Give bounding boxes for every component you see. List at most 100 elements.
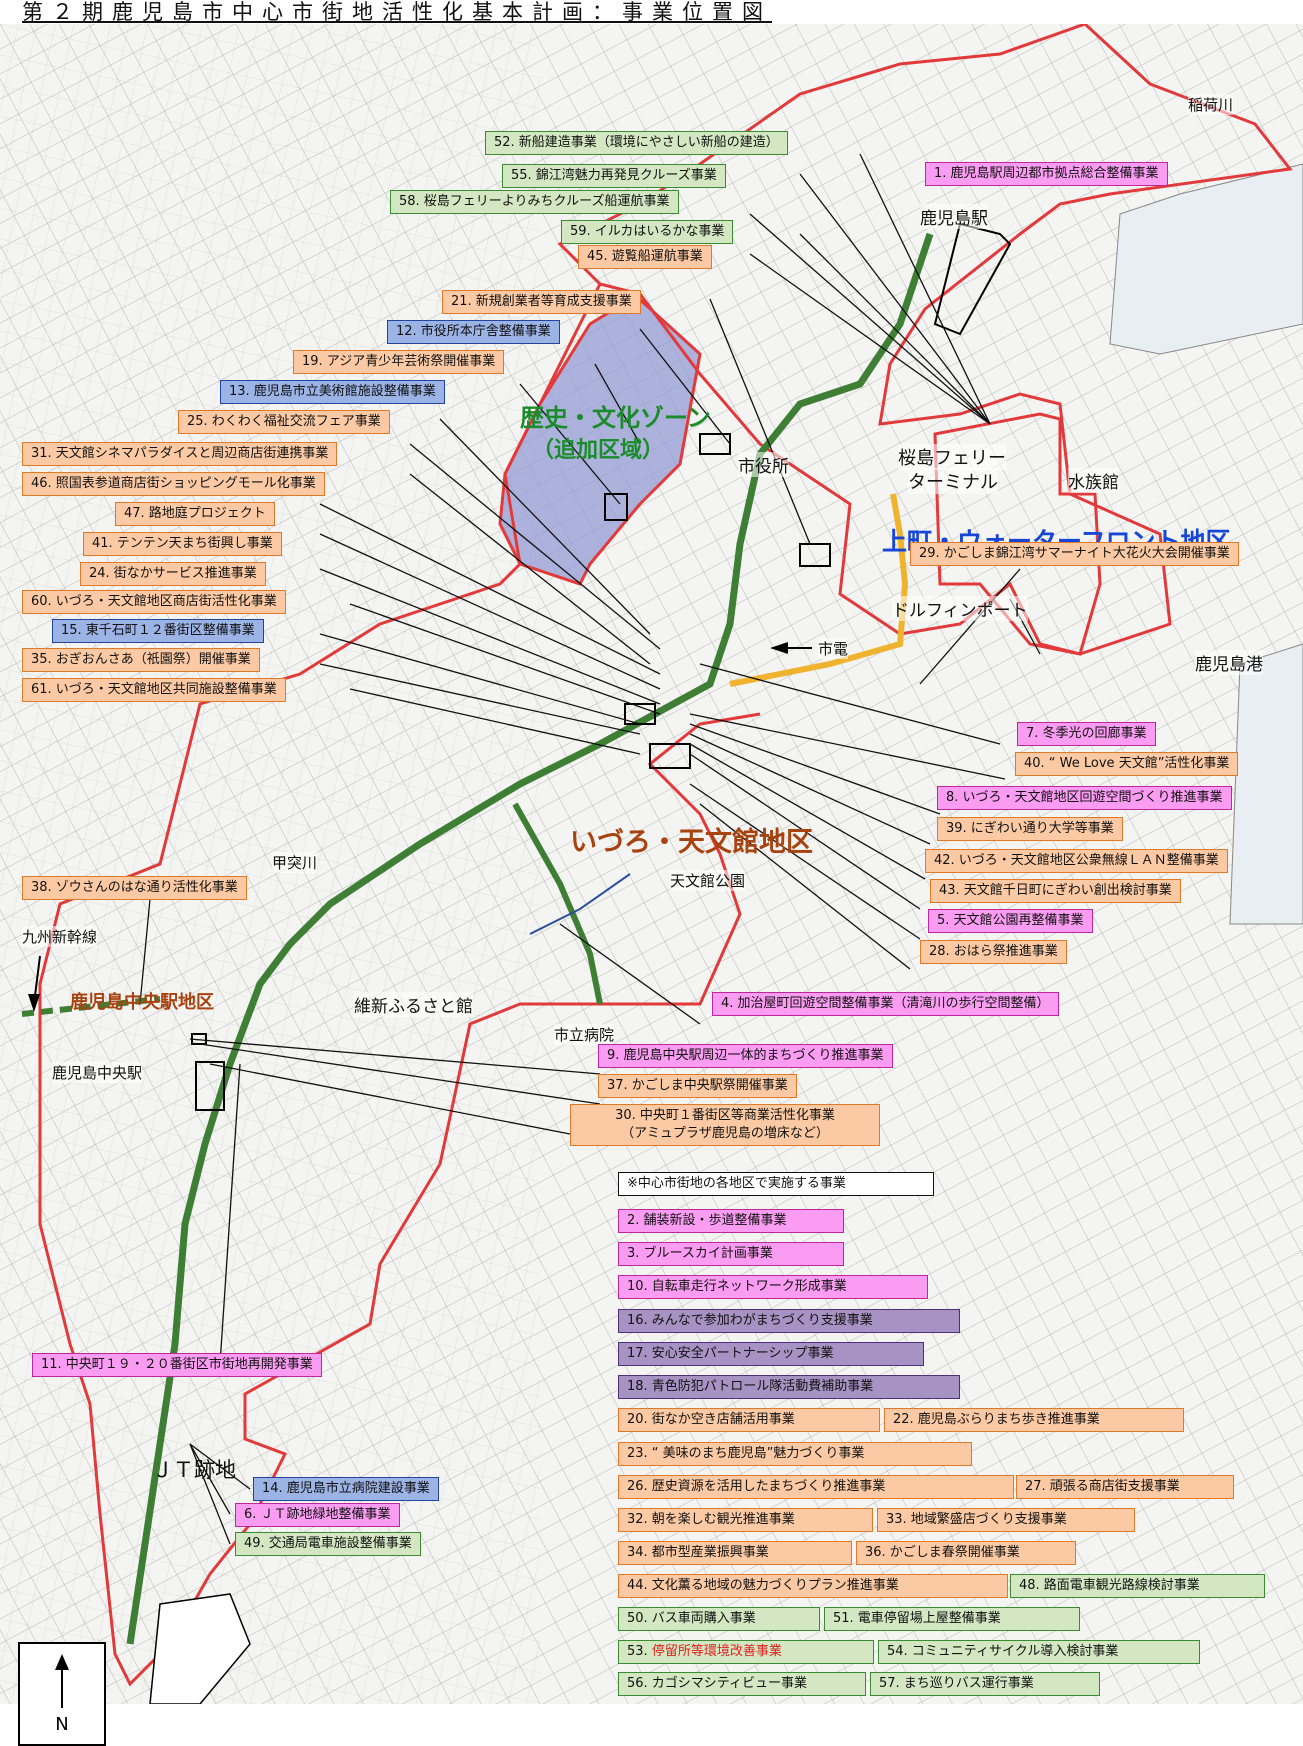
project-label-35[interactable]: 35. おぎおんさあ（祇園祭）開催事業	[22, 648, 260, 672]
project-label-60[interactable]: 60. いづろ・天文館地区商店街活性化事業	[22, 590, 286, 614]
harbour-water-south	[1229, 643, 1303, 925]
project-label-49[interactable]: 49. 交通局電車施設整備事業	[235, 1532, 421, 1556]
project-label-12[interactable]: 12. 市役所本庁舎整備事業	[387, 320, 560, 344]
project-label-56[interactable]: 56. カゴシマシティビュー事業	[618, 1672, 866, 1696]
kagoshima-station-area	[933, 222, 1012, 336]
project-label-30[interactable]: 30. 中央町１番街区等商業活性化事業 （アミュプラザ鹿児島の増床など）	[570, 1104, 880, 1146]
place-ferry-terminal-1: 桜島フェリー	[898, 444, 1006, 470]
place-inari-river: 稲荷川	[1188, 94, 1234, 115]
ferry-terminal-building	[799, 543, 831, 567]
project-label-8[interactable]: 8. いづろ・天文館地区回遊空間づくり推進事業	[937, 786, 1232, 810]
project-label-61[interactable]: 61. いづろ・天文館地区共同施設整備事業	[22, 678, 286, 702]
north-arrow-icon	[55, 1654, 69, 1708]
north-arrow-box: N	[18, 1642, 106, 1746]
zone-izuro-tenmonkan: いづろ・天文館地区	[570, 827, 813, 858]
project-label-21[interactable]: 21. 新規創業者等育成支援事業	[442, 290, 641, 314]
zone-history-culture-sub: （追加区域）	[532, 438, 665, 463]
project-label-11[interactable]: 11. 中央町１９・２０番街区市街地再開発事業	[32, 1353, 322, 1377]
kajiyamachi-path	[529, 873, 631, 935]
street-grid-west	[0, 24, 540, 1704]
project-label-22[interactable]: 22. 鹿児島ぶらりまち歩き推進事業	[884, 1408, 1184, 1432]
project-label-30-line2: （アミュプラザ鹿児島の増床など）	[621, 1126, 829, 1141]
project-label-28[interactable]: 28. おはら祭推進事業	[920, 940, 1067, 964]
project-label-44[interactable]: 44. 文化薫る地域の魅力づくりプラン推進事業	[618, 1574, 1008, 1598]
project-label-57[interactable]: 57. まち巡りバス運行事業	[870, 1672, 1100, 1696]
project-label-34[interactable]: 34. 都市型産業振興事業	[618, 1541, 852, 1565]
tenmonkan-building	[649, 743, 691, 769]
place-tram: 市電	[818, 638, 849, 659]
place-aquarium: 水族館	[1068, 468, 1119, 493]
project-label-48[interactable]: 48. 路面電車観光路線検討事業	[1010, 1574, 1265, 1598]
project-label-45[interactable]: 45. 遊覧船運航事業	[578, 245, 712, 269]
project-label-17[interactable]: 17. 安心安全パートナーシップ事業	[618, 1342, 924, 1366]
project-label-14[interactable]: 14. 鹿児島市立病院建設事業	[253, 1477, 439, 1501]
project-label-53[interactable]: 53. 停留所等環境改善事業	[618, 1640, 874, 1664]
place-kyushu-shinkansen: 九州新幹線	[22, 926, 98, 947]
north-label: N	[55, 1714, 69, 1735]
project-label-25[interactable]: 25. わくわく福祉交流フェア事業	[178, 410, 390, 434]
project-label-40[interactable]: 40. “ We Love 天文館”活性化事業	[1015, 752, 1239, 776]
project-label-18[interactable]: 18. 青色防犯パトロール隊活動費補助事業	[618, 1375, 960, 1399]
project-label-26[interactable]: 26. 歴史資源を活用したまちづくり推進事業	[618, 1475, 1014, 1499]
project-label-31[interactable]: 31. 天文館シネマパラダイスと周辺商店街連携事業	[22, 442, 338, 466]
project-label-27[interactable]: 27. 頑張る商店街支援事業	[1016, 1475, 1234, 1499]
place-dolphin-port: ドルフィンポート	[892, 596, 1028, 621]
project-label-23[interactable]: 23. “ 美味のまち鹿児島”魅力づくり事業	[618, 1442, 972, 1466]
project-label-36[interactable]: 36. かごしま春祭開催事業	[856, 1541, 1076, 1565]
place-city-hall: 市役所	[738, 452, 789, 477]
place-kotsuki-river: 甲突川	[272, 852, 318, 873]
project-label-46[interactable]: 46. 照国表参道商店街ショッピングモール化事業	[22, 472, 325, 496]
project-label-24[interactable]: 24. 街なかサービス推進事業	[80, 562, 266, 586]
project-label-7[interactable]: 7. 冬季光の回廊事業	[1017, 722, 1156, 746]
project-label-53-text: 停留所等環境改善事業	[651, 1644, 782, 1659]
project-label-32[interactable]: 32. 朝を楽しむ観光推進事業	[618, 1508, 873, 1532]
project-label-51[interactable]: 51. 電車停留場上屋整備事業	[824, 1607, 1080, 1631]
project-label-55[interactable]: 55. 錦江湾魅力再発見クルーズ事業	[502, 164, 726, 188]
project-label-19[interactable]: 19. アジア青少年芸術祭開催事業	[293, 350, 505, 374]
harbour-water-north	[1109, 163, 1303, 355]
tram-line	[126, 232, 934, 1645]
place-jt-site: ＪＴ跡地	[152, 1458, 236, 1482]
project-label-2[interactable]: 2. 舗装新設・歩道整備事業	[618, 1209, 844, 1233]
place-city-hospital: 市立病院	[554, 1024, 615, 1045]
project-label-54[interactable]: 54. コミュニティサイクル導入検討事業	[878, 1640, 1200, 1664]
tram-arrowhead	[770, 642, 788, 654]
tram-branch	[512, 802, 603, 1005]
project-label-50[interactable]: 50. バス車両購入事業	[618, 1607, 820, 1631]
project-label-15[interactable]: 15. 東千石町１２番街区整備事業	[52, 619, 264, 643]
project-label-58[interactable]: 58. 桜島フェリーよりみちクルーズ船運航事業	[390, 190, 679, 214]
project-label-4[interactable]: 4. 加治屋町回遊空間整備事業（清滝川の歩行空間整備）	[712, 992, 1059, 1016]
project-label-16[interactable]: 16. みんなで参加わがまちづくり支援事業	[618, 1309, 960, 1333]
map-area[interactable]: 歴史・文化ゾーン （追加区域） 上町・ウォーターフロント地区 いづろ・天文館地区…	[0, 24, 1303, 1704]
place-kagoshima-station: 鹿児島駅	[920, 204, 988, 229]
project-label-13[interactable]: 13. 鹿児島市立美術館施設整備事業	[220, 380, 445, 404]
project-label-42[interactable]: 42. いづろ・天文館地区公衆無線ＬＡＮ整備事業	[925, 849, 1228, 873]
project-label-10[interactable]: 10. 自転車走行ネットワーク形成事業	[618, 1275, 928, 1299]
project-label-9[interactable]: 9. 鹿児島中央駅周辺一体的まちづくり推進事業	[598, 1044, 893, 1068]
project-label-3[interactable]: 3. ブルースカイ計画事業	[618, 1242, 844, 1266]
project-label-1[interactable]: 1. 鹿児島駅周辺都市拠点総合整備事業	[925, 162, 1168, 186]
project-label-33[interactable]: 33. 地域繁盛店づくり支援事業	[877, 1508, 1135, 1532]
project-label-39[interactable]: 39. にぎわい通り大学等事業	[937, 817, 1123, 841]
project-label-38[interactable]: 38. ゾウさんのはな通り活性化事業	[22, 876, 247, 900]
place-central-station: 鹿児島中央駅	[52, 1062, 143, 1083]
project-label-20[interactable]: 20. 街なか空き店舗活用事業	[618, 1408, 880, 1432]
place-kagoshima-port: 鹿児島港	[1195, 650, 1263, 675]
place-ishin-furusato: 維新ふるさと館	[354, 992, 473, 1017]
project-label-30-line1: 30. 中央町１番街区等商業活性化事業	[615, 1108, 835, 1123]
shinkansen-line	[21, 996, 161, 1017]
project-label-29[interactable]: 29. かごしま錦江湾サマーナイト大花火大会開催事業	[910, 542, 1239, 566]
project-label-37[interactable]: 37. かごしま中央駅祭開催事業	[598, 1074, 797, 1098]
waterfront-boundary	[933, 412, 1102, 656]
project-label-59[interactable]: 59. イルカはいるかな事業	[561, 220, 734, 244]
project-label-5[interactable]: 5. 天文館公園再整備事業	[928, 909, 1093, 933]
project-label-52[interactable]: 52. 新船建造事業（環境にやさしい新船の建造）	[485, 131, 788, 155]
project-label-53-number: 53.	[627, 1644, 648, 1659]
zone-central-station: 鹿児島中央駅地区	[70, 992, 214, 1013]
project-label-41[interactable]: 41. テンテン天まち街興し事業	[83, 532, 282, 556]
project-label-47[interactable]: 47. 路地庭プロジェクト	[115, 502, 275, 526]
leader-lines	[139, 153, 1041, 1545]
place-tenmonkan-park: 天文館公園	[670, 870, 746, 891]
project-label-6[interactable]: 6. ＪＴ跡地緑地整備事業	[235, 1503, 400, 1527]
project-label-43[interactable]: 43. 天文館千日町にぎわい創出検討事業	[930, 879, 1181, 903]
